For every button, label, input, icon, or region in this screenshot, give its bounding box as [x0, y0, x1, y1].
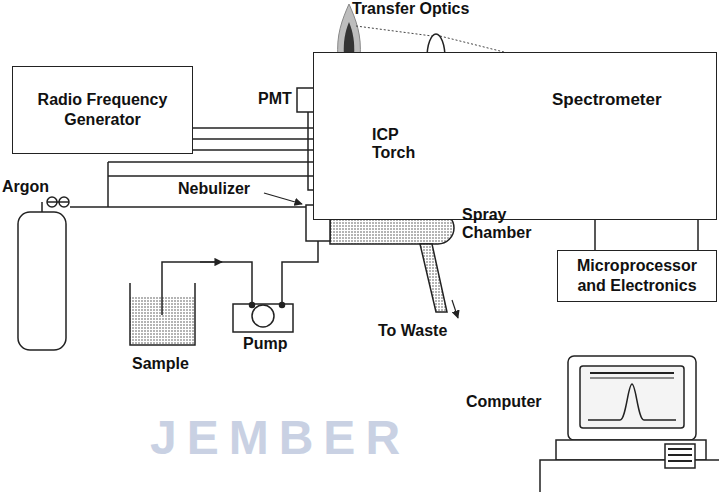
pump-label: Pump: [243, 335, 287, 353]
sample-label: Sample: [132, 355, 189, 373]
argon-cylinder: [18, 197, 69, 350]
flow-arrow: [200, 261, 222, 262]
optics-label: Transfer Optics: [352, 0, 469, 18]
nebulizer-leader: [264, 193, 302, 204]
argon-label: Argon: [2, 178, 49, 196]
chamber-label: Spray Chamber: [462, 206, 542, 243]
argon-lines: [70, 162, 339, 207]
computer: [540, 356, 719, 492]
box-text: Radio Frequency Generator: [19, 90, 186, 130]
waste-label: To Waste: [378, 322, 447, 340]
computer-label: Computer: [466, 393, 542, 411]
nebulizer-label: Nebulizer: [178, 180, 250, 198]
peristaltic-pump: [233, 303, 293, 333]
torch-label: ICP Torch: [372, 126, 426, 163]
pmt-label: PMT: [258, 90, 292, 108]
electronics-box: Microprocessor and Electronics: [557, 250, 717, 302]
waste-arrow: [452, 300, 458, 318]
spray-chamber: [330, 212, 454, 312]
watermark: JEMBER: [150, 410, 410, 465]
box-text: Spectrometer: [552, 89, 662, 110]
connector-line: [697, 220, 699, 250]
generator-box: Radio Frequency Generator: [12, 66, 193, 154]
box-text: Microprocessor and Electronics: [562, 256, 712, 296]
